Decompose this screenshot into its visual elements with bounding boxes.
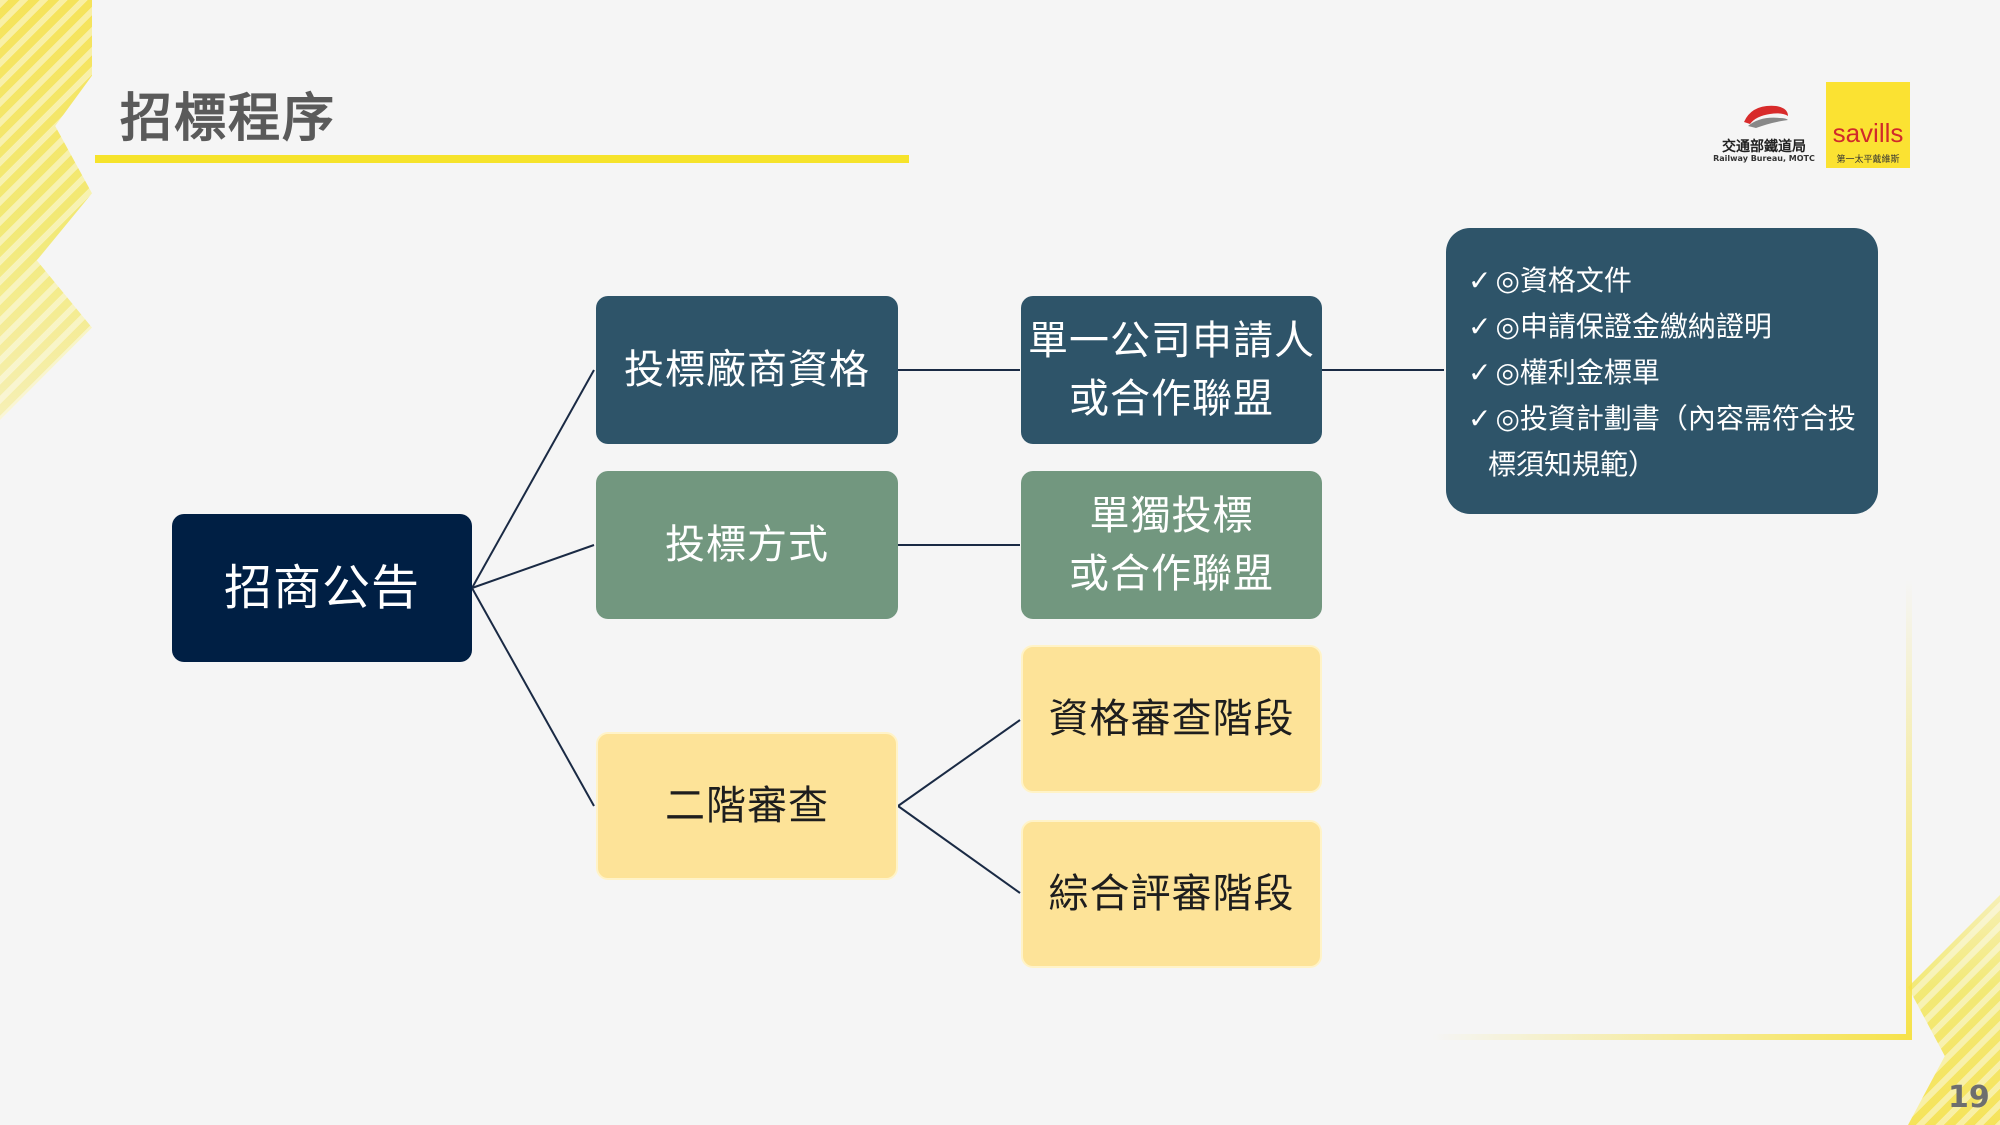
node-label: 投標方式 (665, 522, 829, 568)
connector-root-qualification (471, 369, 595, 589)
train-icon (1744, 105, 1788, 128)
checkmark-icon: ✓ (1468, 310, 1492, 343)
node-label: 綜合評審階段 (1048, 871, 1295, 917)
node-label-line: 或合作聯盟 (1069, 551, 1274, 597)
checkmark-icon: ✓ (1468, 402, 1492, 435)
frame-line-vertical (1906, 580, 1912, 1040)
node-label-line: 或合作聯盟 (1069, 376, 1274, 422)
connector-root-method (471, 544, 595, 589)
document-item-text: ◎投資計劃書（內容需符合投 (1495, 402, 1856, 435)
railway-bureau-name: 交通部鐵道局 (1722, 139, 1806, 155)
page-number: 19 (1948, 1080, 1990, 1115)
savills-chinese-name: 第一太平戴維斯 (1836, 155, 1900, 165)
node-label: 二階審查 (665, 783, 829, 829)
savills-logo: savills 第一太平戴維斯 (1826, 82, 1910, 168)
node-label: 資格審查階段 (1048, 696, 1295, 742)
savills-wordmark: savills (1832, 118, 1904, 148)
node-label: 招商公告 (223, 560, 420, 616)
frame-line-horizontal (1432, 1034, 1912, 1040)
connector-review-stage2 (897, 805, 1021, 894)
page-title: 招標程序 (120, 89, 337, 149)
document-item-text: ◎權利金標單 (1495, 356, 1660, 389)
document-item-text: ◎資格文件 (1495, 264, 1632, 297)
document-item: ✓◎權利金標單 (1468, 350, 1862, 396)
document-item-text: ◎申請保證金繳納證明 (1495, 310, 1772, 343)
node-label-line: 單一公司申請人 (1028, 318, 1315, 364)
node-comprehensive-review-stage: 綜合評審階段 (1021, 820, 1322, 968)
node-tender-announcement: 招商公告 (172, 514, 472, 662)
node-bidding-method: 投標方式 (596, 471, 898, 619)
railway-bureau-english: Railway Bureau, MOTC (1713, 154, 1815, 163)
document-item: ✓◎資格文件 (1468, 258, 1862, 304)
node-qualification-review-stage: 資格審查階段 (1021, 645, 1322, 793)
connector-review-stage1 (897, 719, 1021, 807)
connector-root-review (471, 587, 595, 807)
node-bidding-type: 單獨投標 或合作聯盟 (1021, 471, 1322, 619)
document-item: ✓◎申請保證金繳納證明 (1468, 304, 1862, 350)
document-item: ✓◎投資計劃書（內容需符合投 (1468, 396, 1862, 442)
node-bidder-qualification: 投標廠商資格 (596, 296, 898, 444)
checkmark-icon: ✓ (1468, 264, 1492, 297)
node-two-stage-review: 二階審查 (596, 732, 898, 880)
document-item-continuation: 標須知規範） (1468, 442, 1862, 488)
railway-bureau-logo: 交通部鐵道局 Railway Bureau, MOTC (1712, 100, 1816, 166)
document-item-text: 標須知規範） (1488, 448, 1657, 481)
node-label-line: 單獨投標 (1089, 493, 1254, 539)
node-label: 投標廠商資格 (624, 347, 870, 393)
checkmark-icon: ✓ (1468, 356, 1492, 389)
required-documents-box: ✓◎資格文件 ✓◎申請保證金繳納證明 ✓◎權利金標單 ✓◎投資計劃書（內容需符合… (1446, 228, 1878, 514)
title-underline (95, 155, 909, 163)
node-applicant-type: 單一公司申請人 或合作聯盟 (1021, 296, 1322, 444)
